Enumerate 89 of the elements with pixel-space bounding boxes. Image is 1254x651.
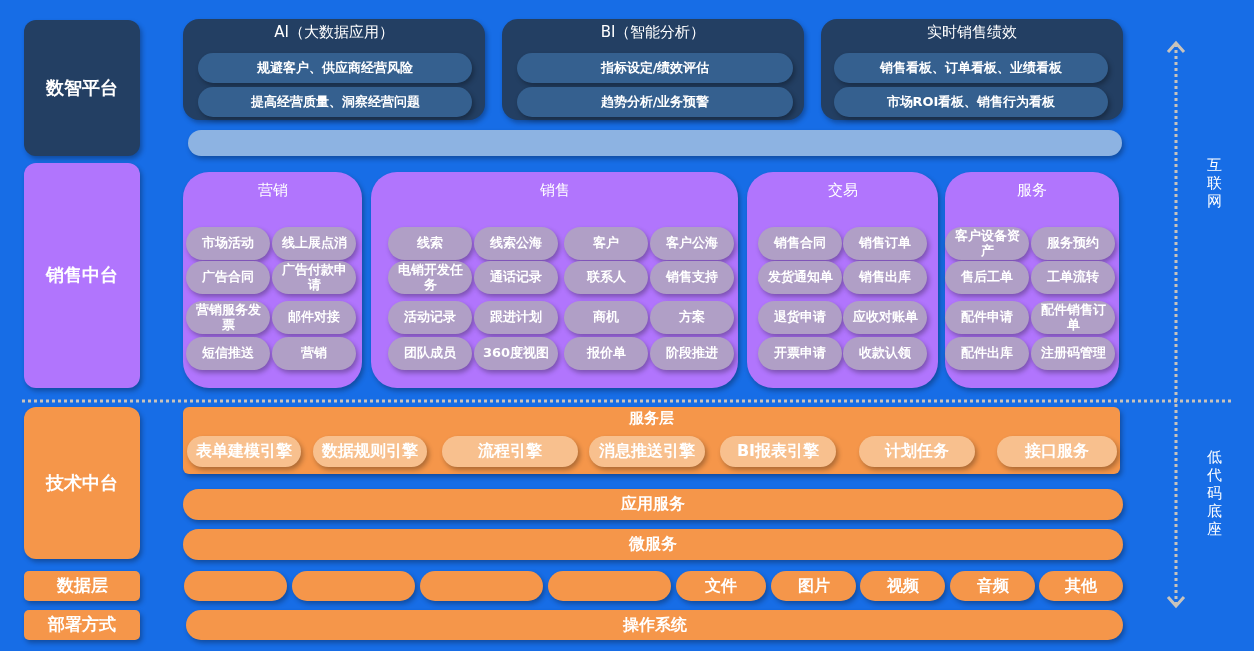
side-label: 互联网	[1206, 156, 1222, 210]
engine-pill: 接口服务	[997, 436, 1117, 467]
module-pill: 收款认领	[843, 337, 927, 370]
module-pill: 发货通知单	[758, 261, 842, 294]
component-bar: 操作系统	[186, 610, 1123, 640]
module-pill: 报价单	[564, 337, 648, 370]
panel-title: 服务层	[628, 410, 675, 428]
platform-label: 销售中台	[24, 163, 140, 388]
module-pill: 营销	[272, 337, 356, 370]
panel-title: AI（大数据应用）	[273, 24, 395, 42]
module-pill: 广告付款申请	[272, 261, 356, 294]
component-bar: 应用服务	[183, 489, 1123, 520]
module-pill: 开票申请	[758, 337, 842, 370]
component-bar: 音频	[950, 571, 1035, 601]
service-layer-panel	[183, 407, 1120, 474]
module-pill: 销售订单	[843, 227, 927, 260]
module-pill: 通话记录	[474, 261, 558, 294]
module-pill: 注册码管理	[1031, 337, 1115, 370]
module-pill: 服务预约	[1031, 227, 1115, 260]
module-pill: 联系人	[564, 261, 648, 294]
engine-pill: 表单建模引擎	[187, 436, 301, 467]
module-pill: 360度视图	[474, 337, 558, 370]
side-label: 低代码底座	[1206, 448, 1222, 538]
module-pill: 电销开发任务	[388, 261, 472, 294]
panel-title: BI（智能分析）	[599, 24, 707, 42]
component-bar: 图片	[771, 571, 856, 601]
component-bar	[184, 571, 287, 601]
module-pill: 邮件对接	[272, 301, 356, 334]
component-bar: 视频	[860, 571, 945, 601]
module-pill: 阶段推进	[650, 337, 734, 370]
module-panel	[747, 172, 938, 388]
module-pill: 配件申请	[945, 301, 1029, 334]
module-pill: 客户设备资产	[945, 227, 1029, 260]
module-pill: 广告合同	[186, 261, 270, 294]
engine-pill: 计划任务	[859, 436, 975, 467]
component-bar: 其他	[1039, 571, 1123, 601]
module-pill: 退货申请	[758, 301, 842, 334]
layer-label: 部署方式	[24, 610, 140, 640]
module-pill: 团队成员	[388, 337, 472, 370]
capability-panel	[183, 19, 485, 120]
module-pill: 商机	[564, 301, 648, 334]
module-pill: 售后工单	[945, 261, 1029, 294]
capability-panel	[821, 19, 1123, 120]
module-pill: 客户	[564, 227, 648, 260]
module-panel	[183, 172, 362, 388]
module-pill: 销售合同	[758, 227, 842, 260]
module-pill: 市场活动	[186, 227, 270, 260]
component-bar	[292, 571, 415, 601]
component-bar	[420, 571, 543, 601]
module-pill: 线索	[388, 227, 472, 260]
module-pill: 短信推送	[186, 337, 270, 370]
function-pill: 指标设定/绩效评估	[517, 53, 793, 83]
component-bar: 微服务	[183, 529, 1123, 560]
module-pill: 应收对账单	[843, 301, 927, 334]
engine-pill: 数据规则引擎	[313, 436, 427, 467]
component-bar: 文件	[676, 571, 766, 601]
platform-label: 技术中台	[24, 407, 140, 559]
module-pill: 工单流转	[1031, 261, 1115, 294]
function-pill: 趋势分析/业务预警	[517, 87, 793, 117]
module-pill: 销售支持	[650, 261, 734, 294]
panel-title: 实时销售绩效	[926, 24, 1018, 42]
function-pill: 规避客户、供应商经营风险	[198, 53, 472, 83]
platform-label: 数智平台	[24, 20, 140, 156]
panel-title: 营销	[256, 182, 289, 200]
channel-bar	[188, 130, 1122, 156]
component-bar	[548, 571, 671, 601]
capability-panel	[502, 19, 804, 120]
module-panel	[945, 172, 1119, 388]
function-pill: 销售看板、订单看板、业绩看板	[834, 53, 1108, 83]
function-pill: 市场ROI看板、销售行为看板	[834, 87, 1108, 117]
engine-pill: 流程引擎	[442, 436, 578, 467]
module-pill: 线索公海	[474, 227, 558, 260]
engine-pill: 消息推送引擎	[589, 436, 705, 467]
module-panel	[371, 172, 738, 388]
module-pill: 跟进计划	[474, 301, 558, 334]
function-pill: 提高经营质量、洞察经营问题	[198, 87, 472, 117]
engine-pill: BI报表引擎	[720, 436, 836, 467]
layer-label: 数据层	[24, 571, 140, 601]
module-pill: 配件出库	[945, 337, 1029, 370]
panel-title: 交易	[826, 182, 859, 200]
module-pill: 线上展点消	[272, 227, 356, 260]
module-pill: 销售出库	[843, 261, 927, 294]
module-pill: 客户公海	[650, 227, 734, 260]
module-pill: 配件销售订单	[1031, 301, 1115, 334]
module-pill: 活动记录	[388, 301, 472, 334]
panel-title: 销售	[538, 182, 571, 200]
module-pill: 营销服务发票	[186, 301, 270, 334]
module-pill: 方案	[650, 301, 734, 334]
panel-title: 服务	[1016, 182, 1048, 200]
